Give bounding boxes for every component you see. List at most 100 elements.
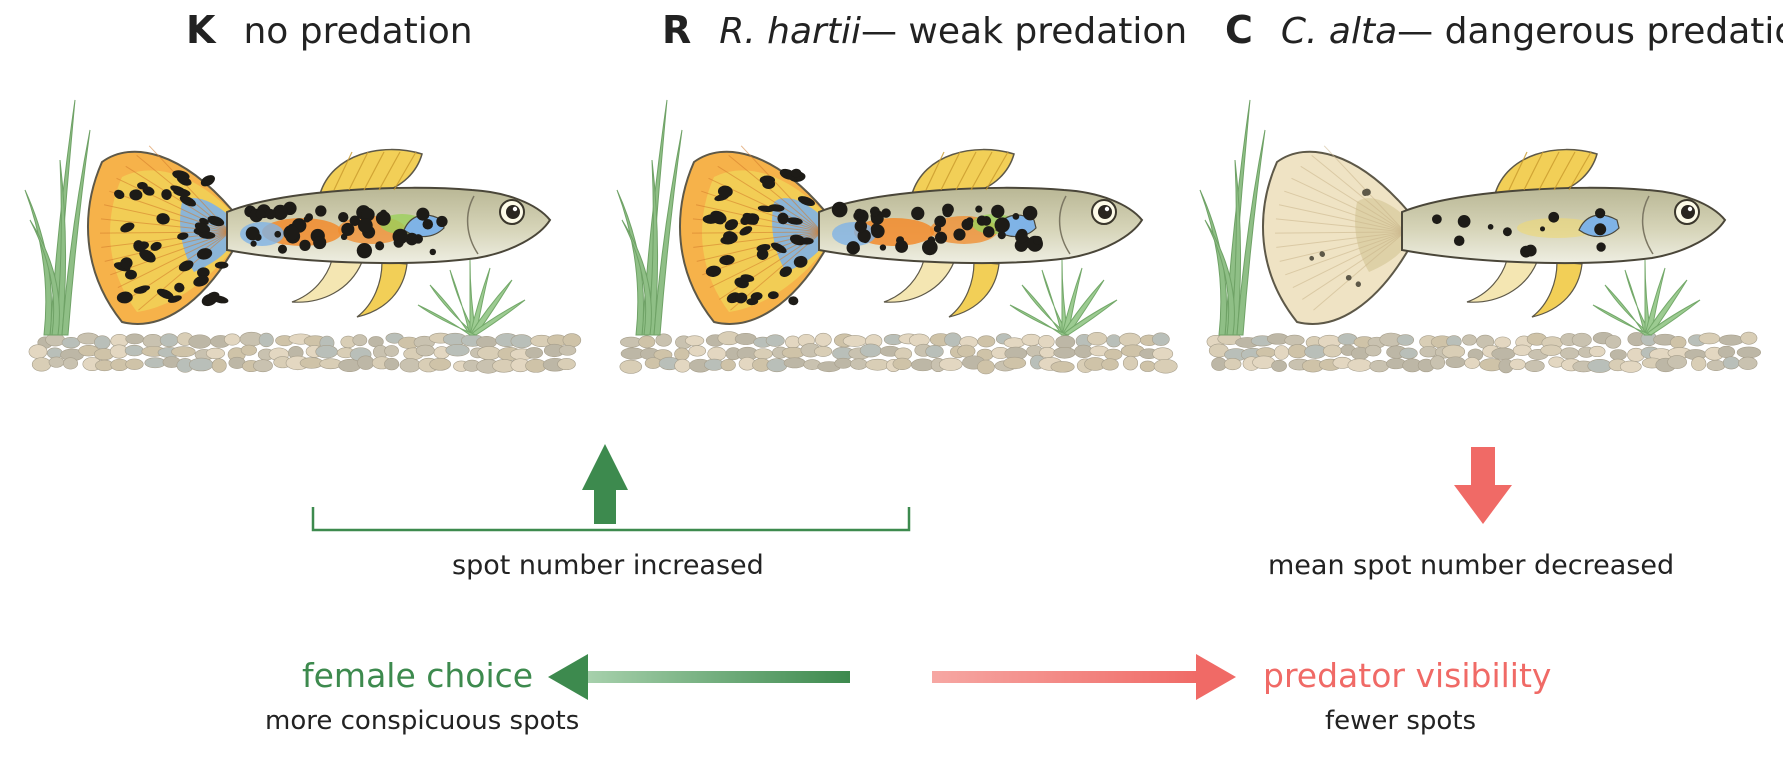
- pebble-icon: [1365, 344, 1382, 357]
- body-spot: [975, 205, 983, 213]
- panel-c-species: C. alta: [1280, 11, 1398, 52]
- ventral-fin: [883, 259, 955, 303]
- pebble-icon: [674, 358, 691, 373]
- tail-spot: [197, 267, 210, 278]
- body-spot: [358, 218, 373, 233]
- panel-c-header: C C. alta — dangerous predation: [1225, 8, 1783, 52]
- plant-icon: [24, 99, 91, 336]
- body-spot: [982, 226, 995, 238]
- tail-spot: [756, 248, 769, 260]
- panel-c-letter: C: [1225, 8, 1253, 52]
- body-spot: [934, 231, 948, 244]
- pebble-icon: [205, 347, 225, 360]
- tail-spot: [719, 255, 735, 266]
- body-spot: [349, 215, 361, 227]
- pebble-icon: [638, 335, 656, 349]
- body-spot: [274, 230, 282, 238]
- body-spot: [1524, 244, 1537, 257]
- tail-spot: [173, 188, 191, 197]
- pebble-icon: [850, 358, 868, 370]
- body-spot: [870, 223, 882, 235]
- pebble-icon: [1540, 344, 1562, 356]
- tail-spot: [1362, 189, 1368, 197]
- pebble-icon: [61, 337, 81, 349]
- pebble-icon: [1050, 361, 1075, 373]
- pebble-icon: [1445, 356, 1466, 368]
- body-spot: [1457, 214, 1471, 228]
- panel-r-species: R. hartii: [719, 11, 861, 52]
- pebble-icon: [1399, 347, 1418, 360]
- pebble-icon: [62, 357, 79, 370]
- tail-spot: [194, 222, 211, 233]
- pebble-icon: [684, 335, 705, 347]
- pebble-icon: [655, 333, 672, 347]
- tail-fin: [1262, 150, 1408, 325]
- pebble-icon: [1055, 335, 1076, 349]
- pebble-icon: [1509, 358, 1526, 371]
- tail-spot: [797, 196, 815, 206]
- pebble-icon: [1609, 349, 1627, 361]
- pebble-icon: [142, 334, 164, 349]
- panel-r-title: — weak predation: [860, 11, 1188, 52]
- tail-spot: [177, 232, 189, 240]
- plant-icon: [616, 99, 683, 336]
- tail-spot: [120, 257, 133, 270]
- pebble-icon: [1104, 348, 1123, 361]
- body-spot: [1012, 212, 1020, 220]
- pebble-icon: [1491, 347, 1516, 360]
- body-spot: [879, 244, 887, 251]
- pebble-icon: [211, 358, 227, 373]
- tail-spot: [174, 282, 185, 293]
- body-spot: [1539, 226, 1546, 232]
- tail-spot: [717, 185, 733, 198]
- pebble-icon: [558, 345, 577, 356]
- panel-c-title: — dangerous predation: [1397, 11, 1783, 52]
- tail-spot: [1309, 255, 1315, 261]
- body-spot: [1487, 224, 1494, 230]
- tail-spot: [746, 297, 759, 306]
- body-spot: [245, 226, 260, 241]
- pebble-icon: [189, 357, 214, 372]
- pebble-icon: [1347, 358, 1372, 372]
- pebble-icon: [1003, 337, 1026, 349]
- body-spot: [994, 217, 1010, 233]
- panel-k-scene: [24, 99, 582, 374]
- tail-spot: [172, 170, 190, 181]
- pebble-icon: [834, 357, 852, 369]
- pebble-icon: [1287, 344, 1308, 359]
- tail-spot: [757, 205, 774, 213]
- predator-visibility-sub: fewer spots: [1325, 706, 1477, 736]
- tail-spot: [720, 235, 737, 245]
- pebble-icon: [944, 332, 962, 347]
- tail-spot: [1345, 274, 1352, 281]
- tail-spot: [786, 217, 803, 225]
- tail-spot: [133, 240, 145, 252]
- panel-r-header: R R. hartii — weak predation: [662, 8, 1187, 52]
- body-spot: [991, 204, 1005, 218]
- body-spot: [1015, 230, 1028, 244]
- pebble-icon: [171, 346, 196, 358]
- body-spot: [361, 207, 375, 222]
- plant-icon: [1009, 259, 1118, 336]
- panel-c-scene: [1199, 99, 1762, 374]
- decrease-label: mean spot number decreased: [1268, 550, 1675, 581]
- body-spot: [922, 239, 938, 256]
- pebble-icon: [753, 348, 773, 360]
- body-spot: [911, 206, 925, 221]
- pebble-icon: [814, 345, 833, 357]
- body-spot: [1548, 211, 1560, 223]
- tail-spot: [1319, 251, 1325, 257]
- body-spot: [1596, 242, 1606, 252]
- pebble-icon: [1153, 358, 1178, 374]
- pebble-icon: [1139, 360, 1156, 372]
- tail-spot: [156, 288, 174, 300]
- pebble-icon: [720, 358, 736, 372]
- pebble-icon: [1494, 336, 1511, 349]
- body-spot: [272, 204, 288, 221]
- gravel-bed: [28, 331, 582, 374]
- tail-spot: [114, 189, 125, 199]
- body-spot: [933, 225, 942, 233]
- pebble-icon: [1512, 344, 1532, 356]
- body-spot: [1502, 227, 1512, 237]
